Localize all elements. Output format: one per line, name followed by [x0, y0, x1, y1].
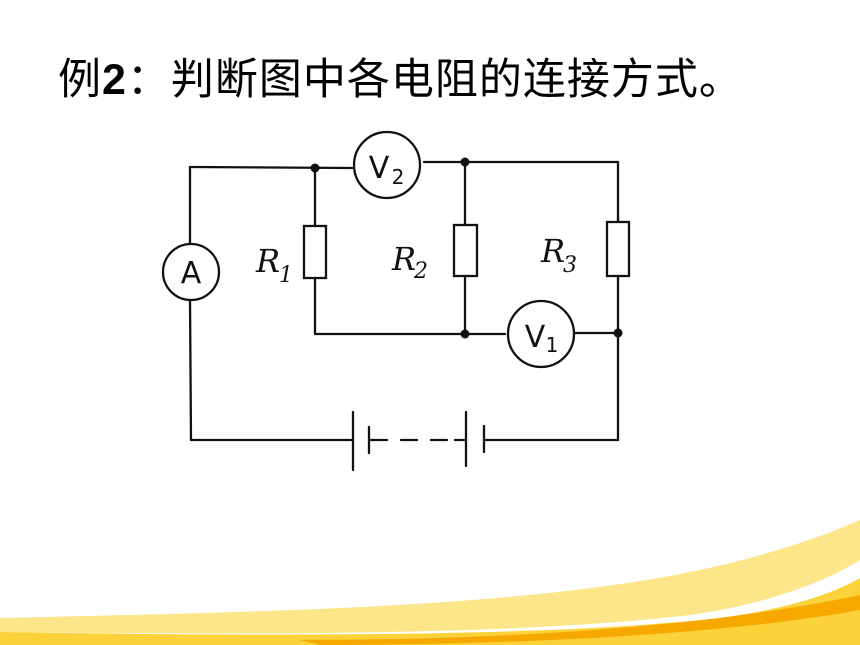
resistor-r2: R 2 — [391, 223, 479, 284]
battery — [351, 410, 486, 472]
voltmeter-v2-letter: V — [369, 151, 390, 186]
resistor-r1: R 1 — [255, 224, 328, 288]
junction-node — [460, 157, 470, 167]
junction-nodes — [310, 157, 623, 339]
resistor-r2-subscript: 2 — [413, 259, 428, 284]
voltmeter-v1-subscript: 1 — [546, 333, 559, 357]
title-example-number: 2 — [102, 56, 127, 104]
resistor-r2-letter: R — [391, 240, 416, 278]
voltmeter-v1: V 1 — [506, 299, 576, 369]
resistor-r3-subscript: 3 — [563, 253, 577, 278]
page-title: 例2：判断图中各电阻的连接方式。 — [58, 52, 743, 108]
title-example-label: 例 — [58, 55, 102, 105]
junction-node — [310, 163, 320, 173]
ammeter-label: A — [181, 256, 202, 291]
resistor-r3: R 3 — [540, 220, 631, 278]
resistor-r1-letter: R — [255, 242, 280, 280]
junction-node — [613, 328, 623, 338]
resistor-r1-subscript: 1 — [279, 263, 293, 288]
circuit-wires — [188, 160, 620, 442]
voltmeter-v2-subscript: 2 — [392, 165, 405, 189]
title-text: ：判断图中各电阻的连接方式。 — [126, 55, 743, 105]
ammeter: A — [161, 242, 221, 302]
voltmeter-v2: V 2 — [352, 130, 422, 200]
voltmeter-v1-letter: V — [525, 320, 546, 355]
resistor-r3-letter: R — [540, 232, 565, 270]
junction-node — [460, 329, 470, 339]
